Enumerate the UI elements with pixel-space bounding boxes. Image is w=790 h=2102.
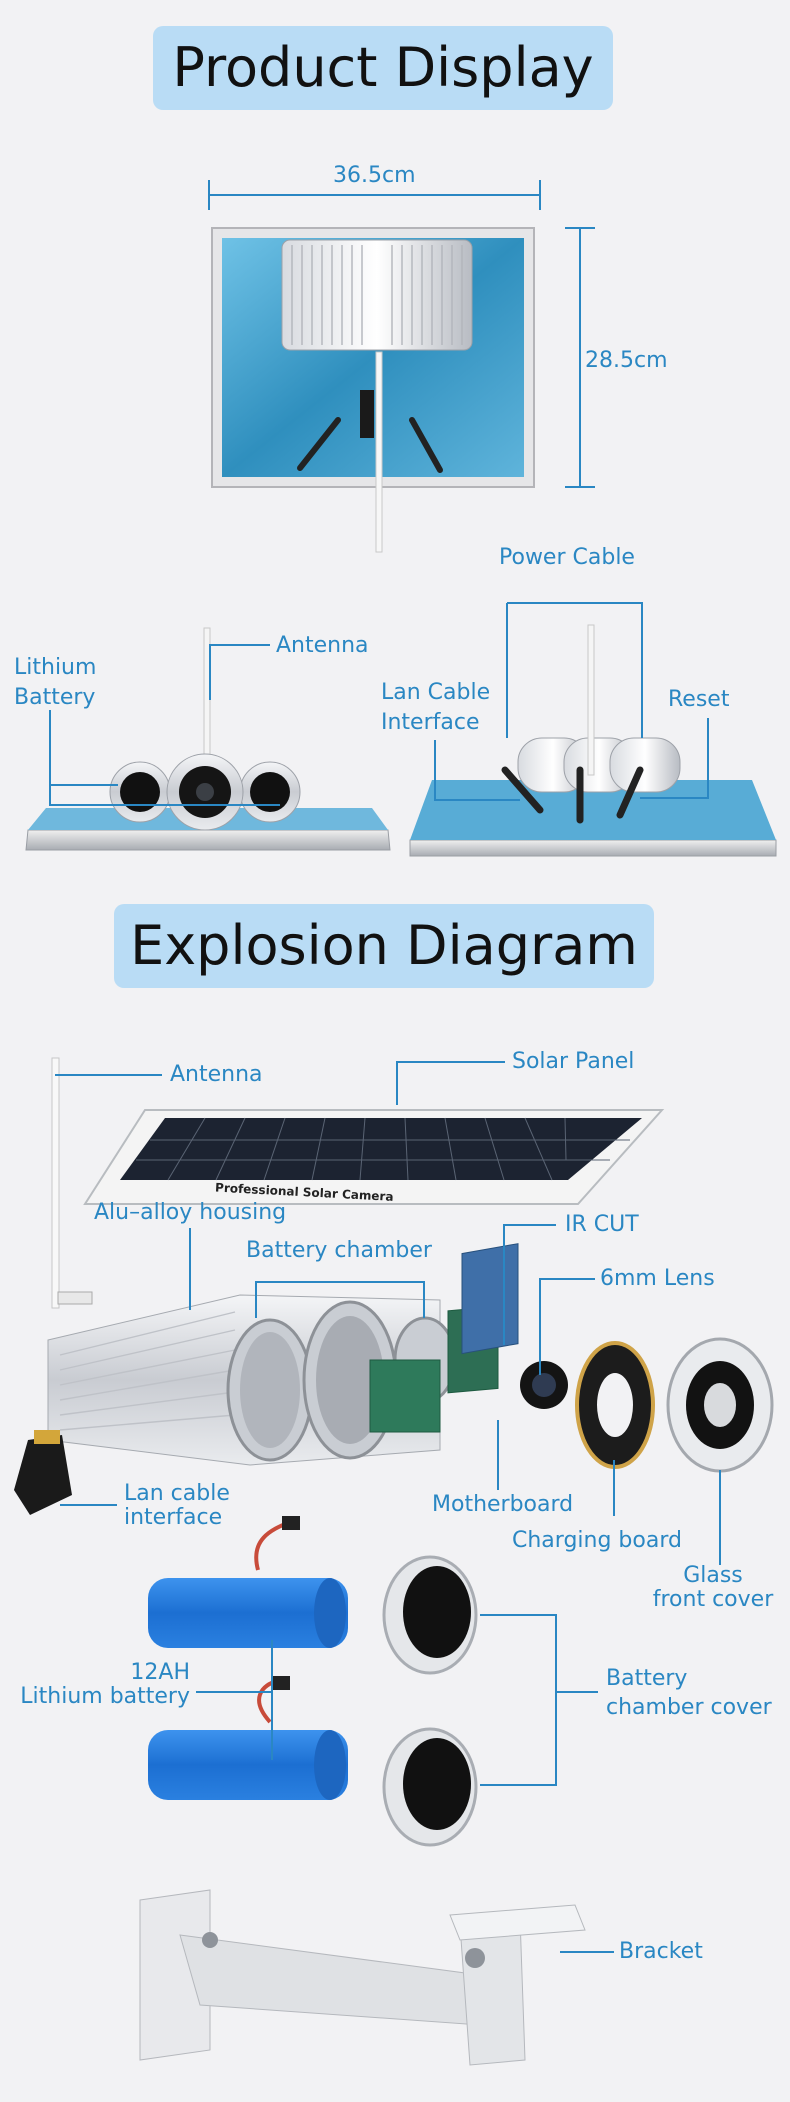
product-label-reset: Reset <box>668 687 730 712</box>
solar-panel-front <box>211 227 535 553</box>
explosion-label-battery-chamber: Battery chamber <box>246 1238 432 1263</box>
product-label-antenna: Antenna <box>276 633 369 658</box>
width-dimension-label: 36.5cm <box>333 163 416 188</box>
product-label-power-cable: Power Cable <box>499 545 635 570</box>
product-leader-lines <box>49 602 709 806</box>
explosion-label-lens: 6mm Lens <box>600 1266 715 1291</box>
explosion-label-lan-cable-2: interface <box>124 1505 223 1530</box>
explosion-label-bracket: Bracket <box>619 1939 703 1964</box>
explosion-label-battery-2: Lithium battery <box>20 1684 190 1709</box>
height-dimension-line <box>565 227 595 488</box>
product-display-title: Product Display <box>153 26 613 110</box>
explosion-lan-cable <box>14 1430 72 1515</box>
width-dimension-line <box>208 180 541 210</box>
explosion-label-glass-1: Glass <box>683 1563 743 1588</box>
explosion-solar-panel <box>83 1109 665 1205</box>
explosion-label-battery-1: 12AH <box>130 1660 190 1685</box>
explosion-bracket <box>139 1889 586 2066</box>
explosion-label-motherboard: Motherboard <box>432 1492 574 1517</box>
explosion-batteries <box>148 1516 348 1800</box>
explosion-label-glass-2: front cover <box>652 1587 774 1612</box>
explosion-label-charging-board: Charging board <box>512 1528 682 1553</box>
explosion-antenna <box>51 1057 60 1309</box>
explosion-leader-lines <box>55 1061 721 1953</box>
explosion-label-chamber-cover-1: Battery <box>606 1666 688 1691</box>
side-view-left <box>25 627 391 851</box>
explosion-diagram-title: Explosion Diagram <box>114 904 654 988</box>
explosion-alu-housing <box>47 1294 457 1466</box>
explosion-label-chamber-cover-2: chamber cover <box>606 1695 772 1720</box>
explosion-label-antenna: Antenna <box>170 1062 263 1087</box>
explosion-label-lan-cable-1: Lan cable <box>124 1481 230 1506</box>
product-label-lan-cable-2: Interface <box>381 710 480 735</box>
explosion-label-solar-panel: Solar Panel <box>512 1049 635 1074</box>
side-view-right <box>409 624 777 857</box>
product-label-lan-cable-1: Lan Cable <box>381 680 491 705</box>
height-dimension-label: 28.5cm <box>585 348 668 373</box>
explosion-chamber-covers <box>382 1555 478 1847</box>
product-label-lithium-2: Battery <box>14 685 96 710</box>
product-label-lithium-1: Lithium <box>14 655 97 680</box>
explosion-label-alu-housing: Alu–alloy housing <box>94 1200 287 1225</box>
explosion-label-ir-cut: IR CUT <box>565 1212 639 1237</box>
